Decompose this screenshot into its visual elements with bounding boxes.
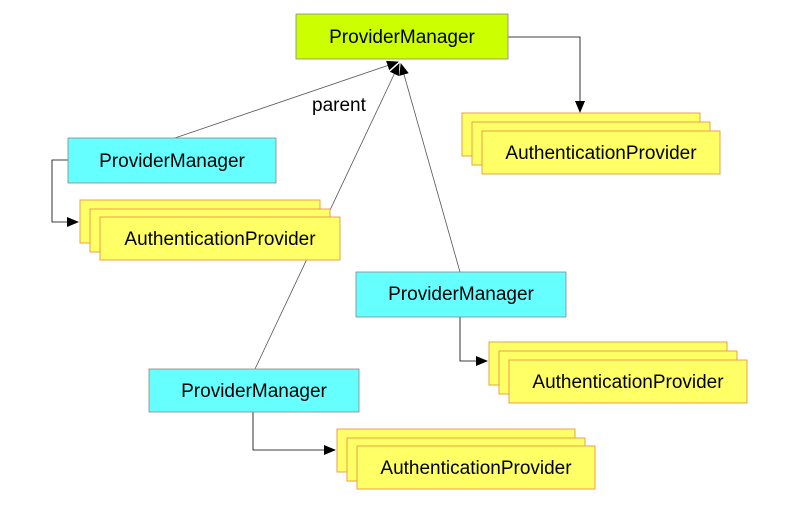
manager-provider-connectors [51,36,585,455]
child-provider-manager-3-label: ProviderManager [181,381,327,402]
root-provider-manager-box [295,13,509,60]
parent-link-3 [399,63,461,273]
child-provider-manager-2-box [355,271,567,318]
child-authentication-provider-2-label: AuthenticationProvider [532,372,724,393]
root-provider-manager-label: ProviderManager [329,27,475,48]
child-authentication-provider-stack-1: AuthenticationProvider [79,199,341,261]
parent-label: parent [312,95,367,116]
child-authentication-provider-stack-2: AuthenticationProvider [488,341,748,404]
child-3-provider-card-front [356,445,596,490]
root-provider-card-front [481,130,721,175]
child-2-provider-card-front [508,359,748,404]
parent-link-1 [171,60,399,140]
child-authentication-provider-stack-3: AuthenticationProvider [336,428,596,490]
child-provider-manager-1-box [67,137,277,184]
child-authentication-provider-1-label: AuthenticationProvider [124,229,316,250]
child-3-connector [252,412,336,455]
root-provider-manager: ProviderManager [295,13,509,60]
child-authentication-provider-3-label: AuthenticationProvider [380,458,572,479]
child-1-provider-card-front [99,216,341,261]
root-authentication-provider-stack: AuthenticationProvider [461,112,721,175]
child-provider-manager-2-label: ProviderManager [388,284,534,305]
child-provider-manager-1: ProviderManager [67,137,277,184]
child-provider-manager-2: ProviderManager [355,271,567,318]
child-provider-manager-3: ProviderManager [148,368,360,413]
child-provider-manager-3-box [148,368,360,413]
child-provider-manager-1-label: ProviderManager [99,151,245,172]
child-1-connector [51,159,79,227]
root-connector [508,36,585,113]
child-2-connector [459,317,488,366]
root-authentication-provider-label: AuthenticationProvider [505,143,697,164]
